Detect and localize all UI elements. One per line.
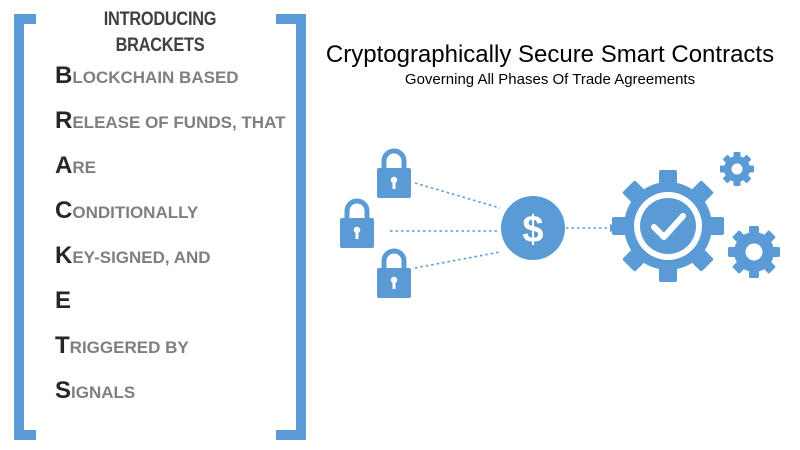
brackets-heading: INTRODUCING BRACKETS xyxy=(58,7,262,56)
acronym-initial: R xyxy=(55,107,73,134)
right-bracket xyxy=(276,14,306,440)
acronym-line: Are xyxy=(55,148,285,193)
dollar-coin-icon: $ xyxy=(501,196,565,260)
acronym-rest: onditionally xyxy=(72,203,199,222)
acronym-rest: ey-signed, and xyxy=(72,248,211,267)
slide-title: Cryptographically Secure Smart Contracts xyxy=(325,41,775,68)
gear-icon xyxy=(728,226,780,278)
acronym-line: Triggered by xyxy=(55,328,285,373)
acronym-rest: ignals xyxy=(71,383,136,402)
padlock-icon xyxy=(377,148,411,198)
padlock-icon xyxy=(340,198,374,248)
acronym-rest: riggered by xyxy=(69,338,189,357)
acronym-initial: C xyxy=(55,197,73,224)
acronym-initial: K xyxy=(55,242,73,269)
acronym-line: Release of funds, that xyxy=(55,103,285,148)
acronym-line: Signals xyxy=(55,373,285,418)
svg-text:$: $ xyxy=(522,209,543,251)
acronym-initial: T xyxy=(55,332,70,359)
connector-lines xyxy=(390,182,610,269)
acronym-line: Key-signed, and xyxy=(55,238,285,283)
acronym-rest: re xyxy=(72,158,96,177)
connector-bottom xyxy=(414,251,501,269)
acronym-initial: A xyxy=(55,152,73,179)
acronym-line: E xyxy=(55,283,285,328)
smart-contract-diagram: $ xyxy=(340,148,780,298)
acronym-initial: E xyxy=(55,287,72,314)
acronym-rest: lockchain based xyxy=(72,68,239,87)
gear-icon xyxy=(720,152,754,186)
acronym-line: Conditionally xyxy=(55,193,285,238)
acronym-line: Blockchain based xyxy=(55,58,285,103)
padlock-icon xyxy=(377,248,411,298)
left-bracket xyxy=(14,14,36,440)
connector-top xyxy=(414,182,501,209)
acronym-rest: elease of funds, that xyxy=(72,113,286,132)
acronym-initial: B xyxy=(55,62,73,89)
gear-checkmark-icon xyxy=(612,170,724,282)
acronym-initial: S xyxy=(55,377,72,404)
brackets-acronym-list: Blockchain based Release of funds, that … xyxy=(55,58,285,418)
slide-subtitle: Governing All Phases Of Trade Agreements xyxy=(404,71,696,88)
